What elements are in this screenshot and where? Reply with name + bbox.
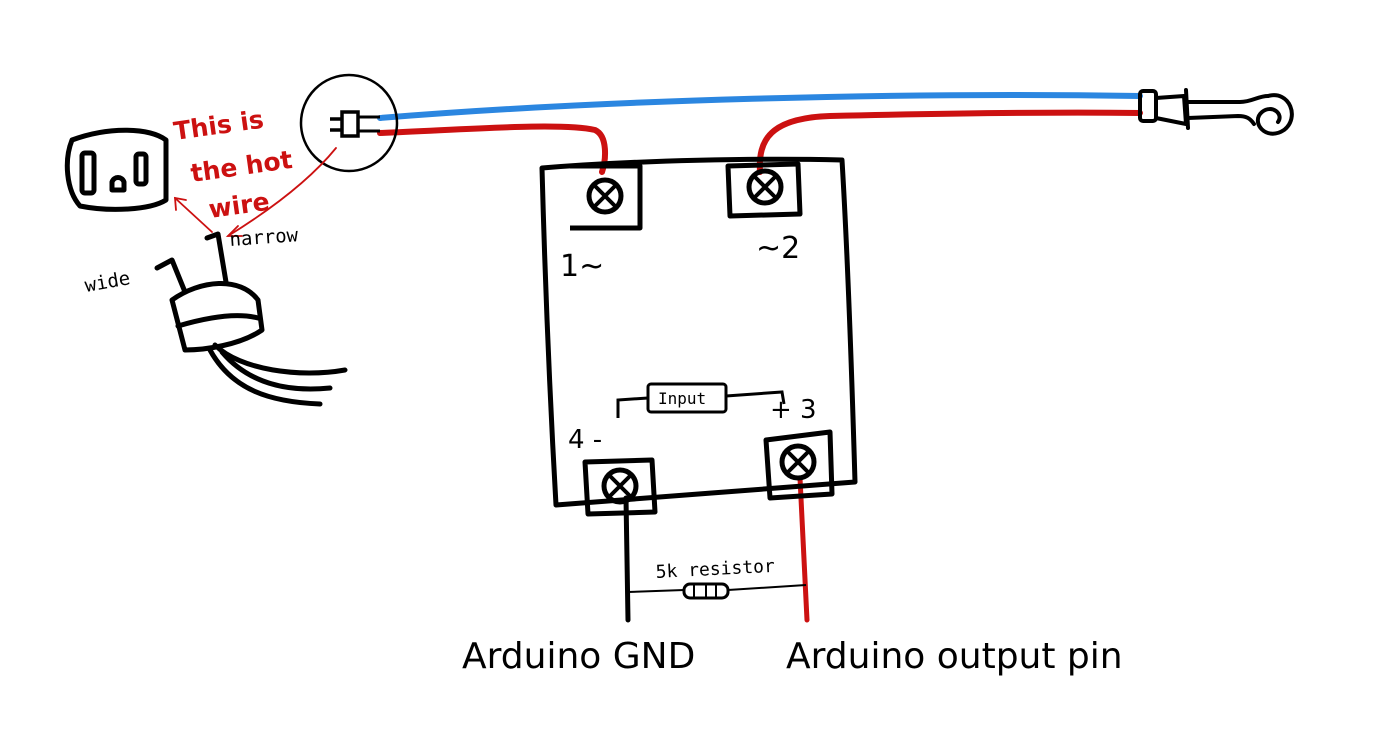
wall-outlet-icon <box>64 127 169 212</box>
resistor-symbol <box>627 582 807 600</box>
screw-terminal-icon <box>725 161 803 219</box>
narrow-prong-label: narrow <box>229 224 300 251</box>
hot-wire-to-lamp <box>756 109 1143 175</box>
hot-wire-line-2: the hot <box>189 145 294 188</box>
arduino-output-label: Arduino output pin <box>786 636 1123 677</box>
arduino-gnd-label: Arduino GND <box>462 636 695 677</box>
screw-terminal-icon <box>570 163 643 231</box>
plug-closeup-callout <box>299 73 399 173</box>
input-box <box>616 382 786 418</box>
hot-wire-line-3: wire <box>207 187 271 224</box>
terminal-1-label: 1~ <box>560 249 604 284</box>
terminal-3-label: + 3 <box>770 395 817 425</box>
output-pin-wire <box>797 475 810 623</box>
screw-terminal-icon <box>582 457 658 517</box>
neutral-wire <box>377 91 1143 121</box>
screw-terminal-icon <box>763 429 835 501</box>
hot-wire-annotation: This is the hot wire <box>172 105 294 224</box>
wide-prong-label: wide <box>83 267 132 297</box>
lamp-socket-icon <box>1138 88 1294 136</box>
terminal-2-label: ~2 <box>756 231 800 266</box>
hot-wire-line-1: This is <box>172 105 266 146</box>
relay-body <box>539 156 858 508</box>
annotation-arrows <box>174 147 337 237</box>
input-label: Input <box>658 389 706 408</box>
gnd-wire <box>623 495 631 623</box>
terminal-4-label: 4 - <box>568 425 602 455</box>
hot-wire-to-terminal-1 <box>377 123 608 175</box>
two-prong-plug-icon <box>154 231 348 407</box>
resistor-label: 5k resistor <box>655 556 775 583</box>
